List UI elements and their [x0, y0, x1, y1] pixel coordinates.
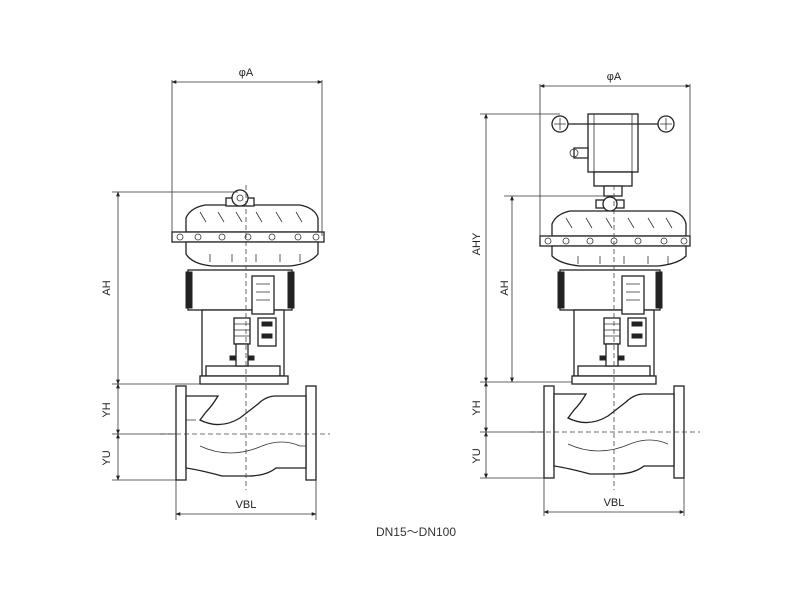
left-ah-label: AH [101, 280, 113, 295]
right-centerlines [530, 185, 700, 490]
left-dimension-lines [112, 80, 323, 520]
right-valve-assembly [539, 113, 691, 479]
right-phi-a-label: φA [607, 71, 622, 83]
size-range-caption: DN15～DN100 [376, 525, 456, 539]
left-diaphragm-actuator [171, 189, 325, 267]
right-yh-label: YH [471, 400, 483, 415]
right-positioner [621, 275, 645, 315]
left-centerlines [160, 185, 330, 490]
right-diaphragm-actuator [539, 196, 691, 267]
right-ahy-label: AHY [471, 232, 483, 255]
right-dimension-labels: φA AHY AH YH YU VBL [471, 71, 624, 509]
left-positioner [251, 275, 275, 315]
right-yoke [557, 269, 663, 385]
left-valve-assembly [171, 189, 325, 481]
left-yoke [185, 269, 295, 385]
right-vbl-label: VBL [604, 497, 625, 509]
left-phi-a-label: φA [239, 67, 254, 79]
right-yu-label: YU [471, 448, 483, 463]
left-yu-label: YU [101, 450, 113, 465]
right-dimension-lines [480, 84, 691, 516]
left-yh-label: YH [101, 402, 113, 417]
left-dimension-labels: φA AH YH YU VBL [101, 67, 256, 511]
right-top-handwheel [551, 113, 675, 197]
left-vbl-label: VBL [236, 499, 257, 511]
right-ah-label: AH [499, 280, 511, 295]
